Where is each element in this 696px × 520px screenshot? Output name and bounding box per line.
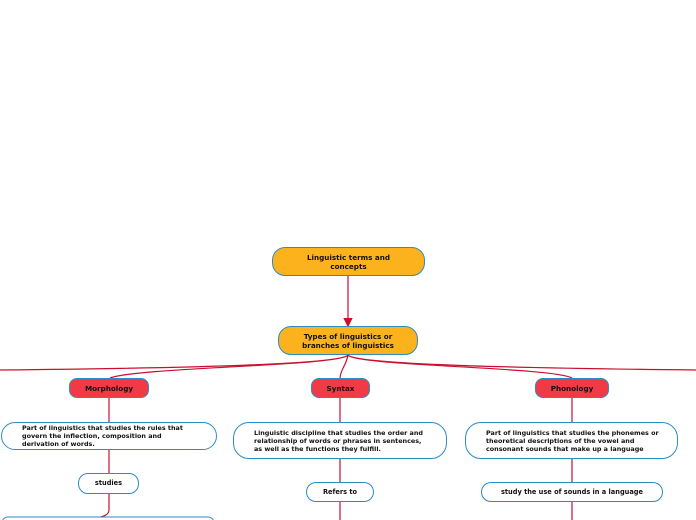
morphology-definition-node[interactable]: Part of linguistics that studies the rul… <box>1 422 217 450</box>
hub-to-phonology <box>347 354 573 379</box>
syntax-label: Syntax <box>326 383 355 393</box>
phonology-node[interactable]: Phonology <box>535 378 609 398</box>
morphology-label: Morphology <box>84 383 134 393</box>
morphology-next-node-edge <box>2 516 214 520</box>
phonology-link-label: study the use of sounds in a language <box>500 487 644 496</box>
syntax-definition-text: Linguistic discipline that studies the o… <box>254 428 423 453</box>
phonology-link-node[interactable]: study the use of sounds in a language <box>481 482 663 502</box>
morphology-definition-text: Part of linguistics that studies the rul… <box>22 424 183 448</box>
morphology-link-node[interactable]: studies <box>78 473 139 494</box>
hub-to-syntax <box>339 354 349 379</box>
phonology-label: Phonology <box>550 383 594 393</box>
morphology-node[interactable]: Morphology <box>69 378 149 398</box>
syntax-link-label: Refers to <box>322 487 358 496</box>
root-topic-label: Linguistic terms and concepts <box>306 252 391 271</box>
phonology-definition-text: Part of linguistics that studies the pho… <box>486 428 659 453</box>
syntax-link-node[interactable]: Refers to <box>306 482 374 502</box>
phonology-definition-node[interactable]: Part of linguistics that studies the pho… <box>465 422 678 459</box>
branch-hub-label: Types of linguistics or branches of ling… <box>302 331 394 350</box>
syntax-definition-node[interactable]: Linguistic discipline that studies the o… <box>233 422 447 459</box>
morphology-link-label: studies <box>94 479 123 488</box>
branch-hub-node[interactable]: Types of linguistics or branches of ling… <box>278 326 418 355</box>
root-topic-node[interactable]: Linguistic terms and concepts <box>272 247 425 276</box>
morphology-link-down <box>89 494 110 519</box>
hub-to-morphology <box>109 354 349 379</box>
syntax-node[interactable]: Syntax <box>311 378 370 398</box>
